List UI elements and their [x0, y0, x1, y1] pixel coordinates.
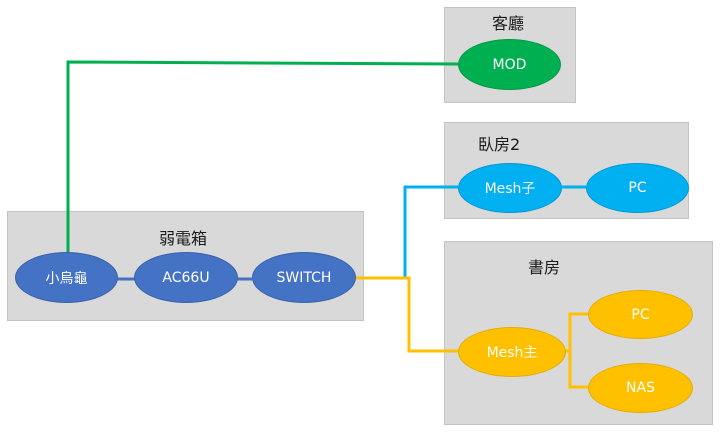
node-mesh-child: Mesh子 — [458, 163, 562, 213]
link-switch-meshchild — [403, 185, 458, 278]
node-pc-study: PC — [588, 290, 693, 339]
node-nas: NAS — [588, 363, 693, 413]
room-title-living: 客廳 — [492, 14, 525, 33]
node-ac66u: AC66U — [134, 252, 238, 303]
node-mod: MOD — [458, 39, 561, 90]
node-mesh-main: Mesh主 — [458, 327, 566, 377]
room-title-bedroom: 臥房2 — [478, 135, 521, 154]
link-switch-meshmain — [354, 276, 458, 353]
room-title-study: 書房 — [528, 258, 561, 277]
room-title-panel: 弱電箱 — [159, 229, 208, 248]
node-switch: SWITCH — [252, 252, 356, 303]
node-pc-bedroom: PC — [586, 163, 689, 213]
node-turtle: 小烏龜 — [15, 252, 118, 303]
link-turtle-mod — [66, 60, 459, 252]
link-meshmain-pc-nas — [568, 312, 588, 389]
